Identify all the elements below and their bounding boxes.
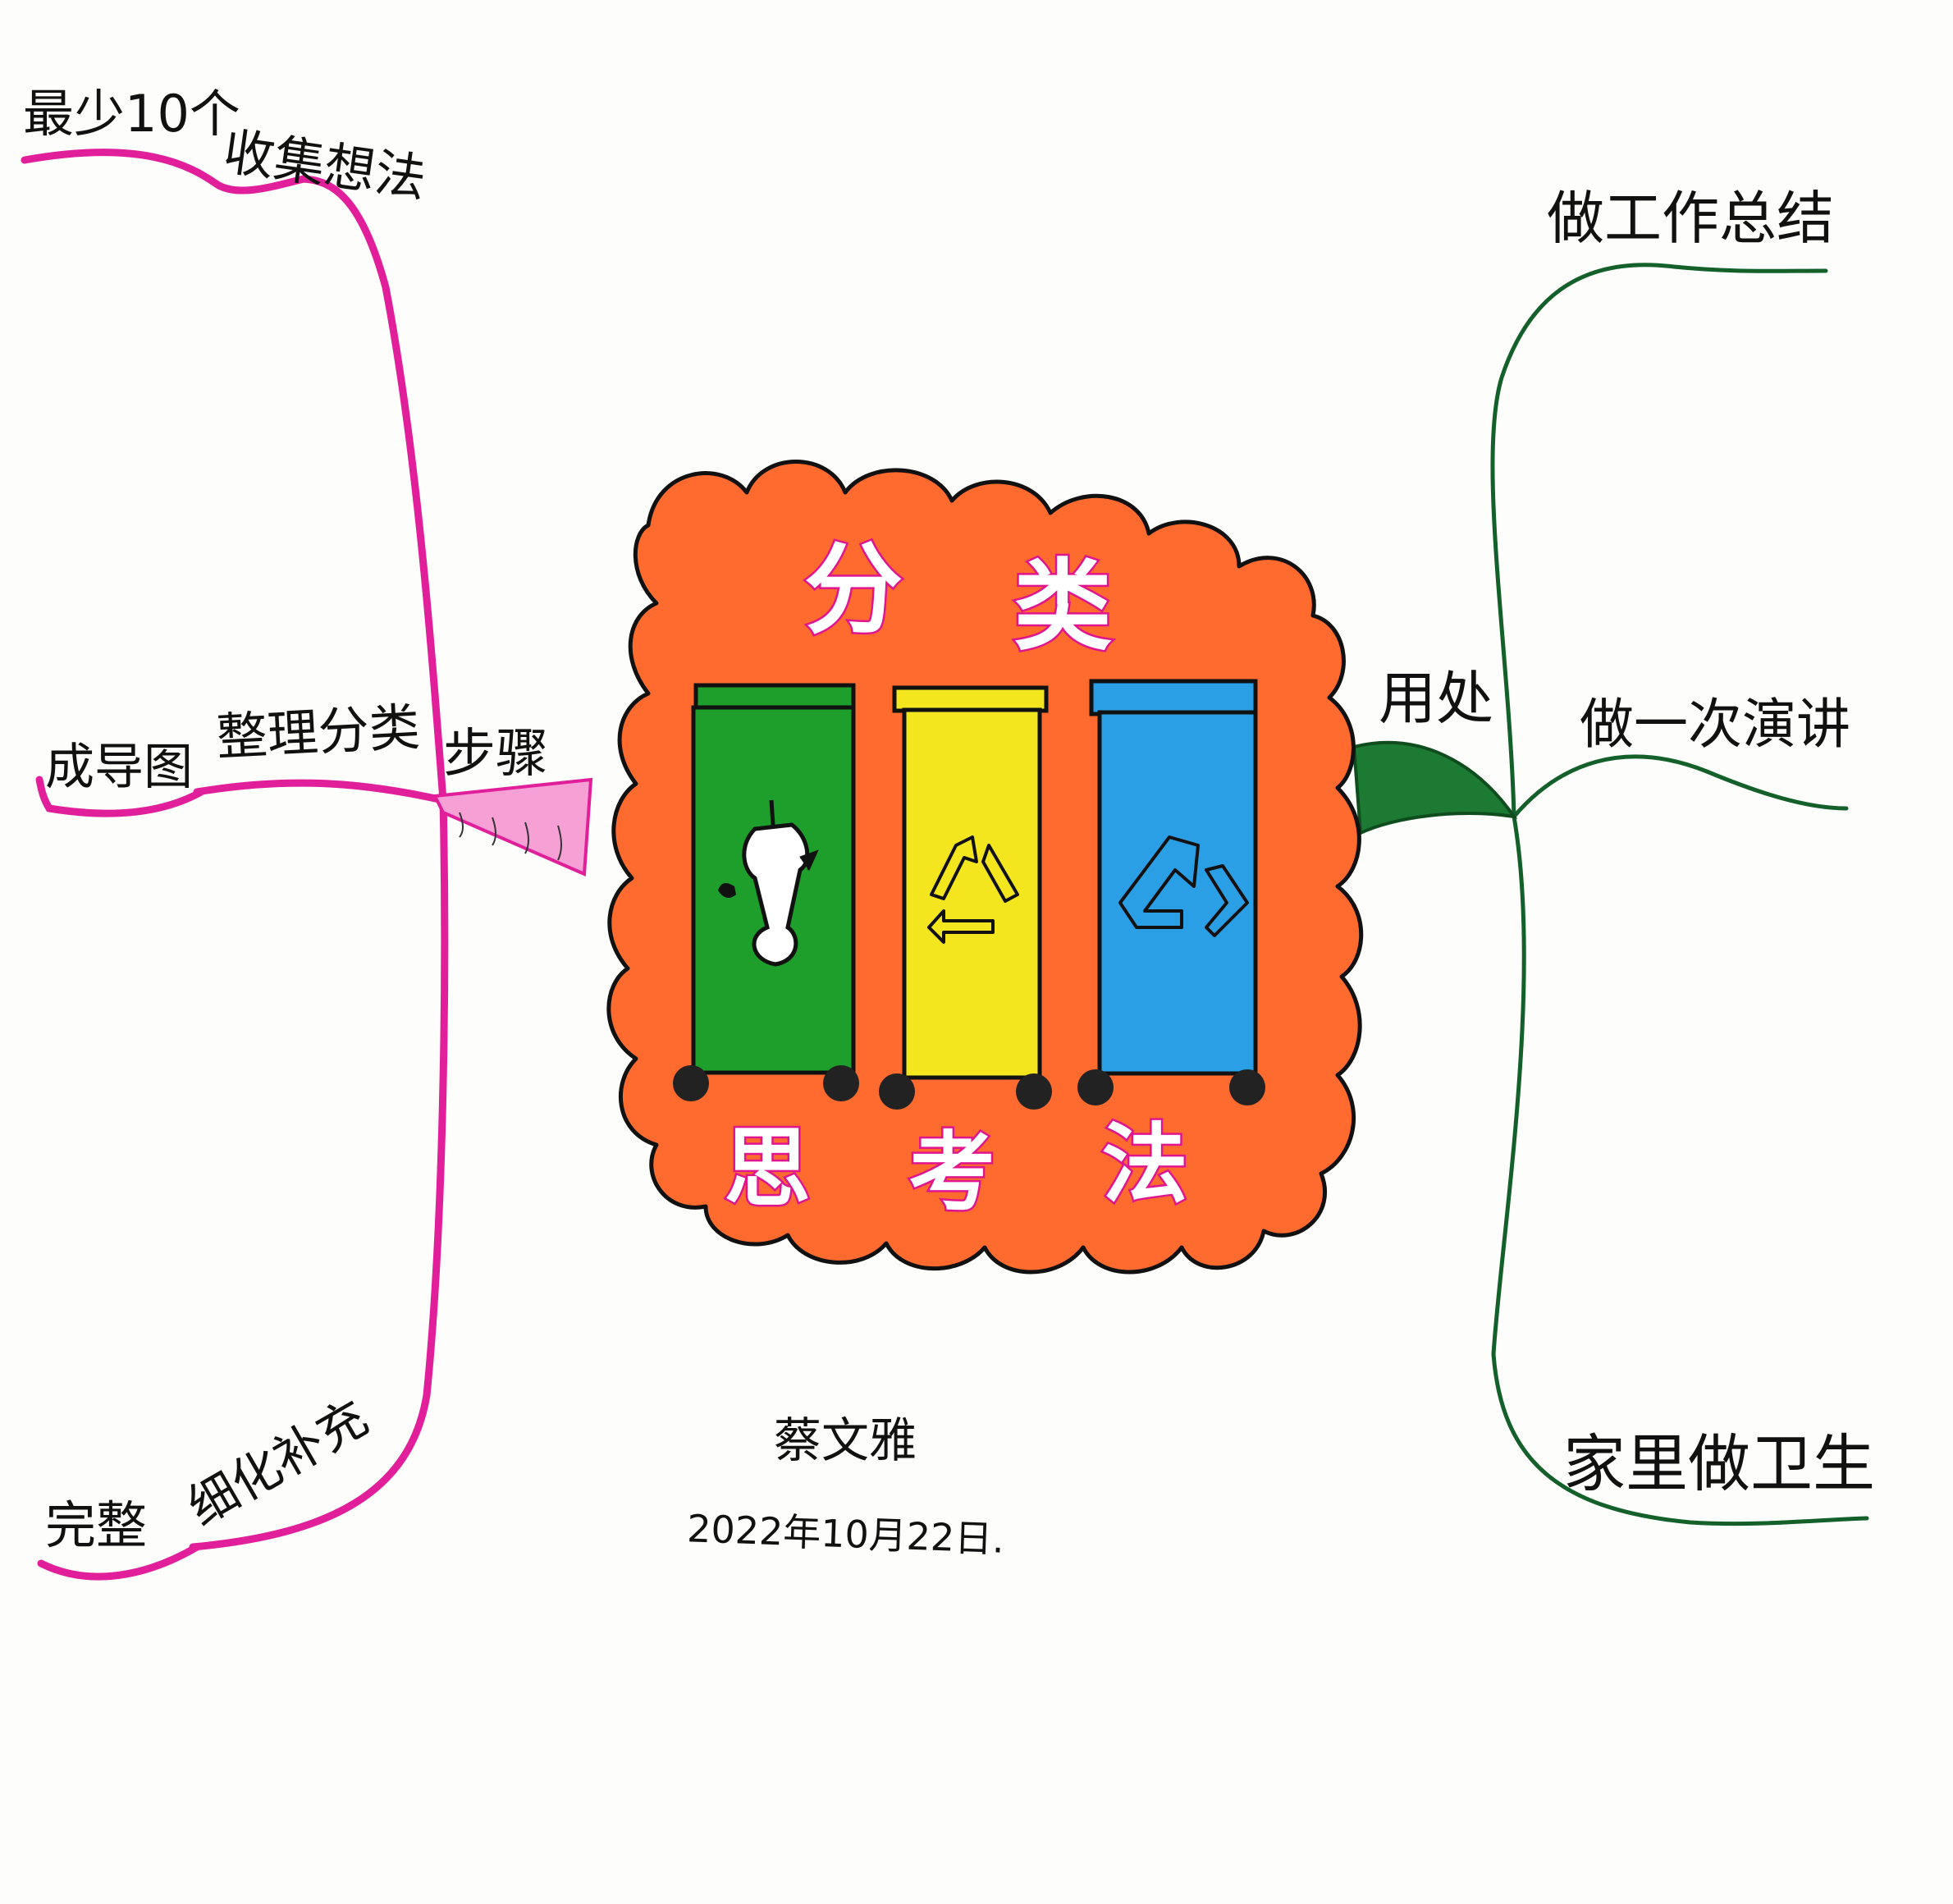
right-branch xyxy=(1490,263,1869,1526)
signature-date: 2022年10月22日. xyxy=(686,1506,1004,1561)
green-bin xyxy=(673,683,859,1101)
central-title-char: 考 xyxy=(908,1123,995,1223)
leaf-line-bottom xyxy=(37,1543,201,1581)
left-branch-spine xyxy=(189,175,449,1551)
central-title-char: 法 xyxy=(1101,1114,1187,1215)
central-title-char: 分 xyxy=(804,533,903,648)
step-label: 细化补充 xyxy=(179,1389,378,1537)
steps-branch-label: 步骤 xyxy=(443,724,548,785)
right-branch-spine xyxy=(1490,263,1869,1526)
usage-connector xyxy=(1352,740,1518,836)
leaf-line-top xyxy=(21,149,308,195)
left-branch-middle-link xyxy=(193,779,447,804)
step-leaf: 完整 xyxy=(45,1495,147,1555)
usage-item: 做工作总结 xyxy=(1547,185,1834,252)
yellow-bin xyxy=(879,685,1052,1110)
left-branch xyxy=(21,149,449,1581)
central-title-bottom: 思 考 法 xyxy=(722,1113,1190,1225)
usage-item: 家里做卫生 xyxy=(1563,1427,1875,1500)
step-leaf: 成导图 xyxy=(45,739,193,796)
usage-branch-label: 用处 xyxy=(1379,665,1493,732)
blue-bin xyxy=(1077,679,1265,1105)
steps-connector xyxy=(432,777,593,876)
leaf-line-middle xyxy=(35,776,205,817)
apple-core-icon xyxy=(718,799,819,967)
step-label: 整理分类 xyxy=(215,697,421,767)
recycle-loop-icon xyxy=(1118,835,1249,937)
right-branch-middle-link xyxy=(1512,754,1849,819)
step-label: 收集想法 xyxy=(220,121,430,209)
usage-item: 做一次演讲 xyxy=(1580,693,1850,756)
step-leaf: 最少10个 xyxy=(23,84,240,144)
central-title-char: 思 xyxy=(724,1119,810,1219)
recycle-triangle-icon xyxy=(927,835,1019,944)
author-name: 蔡文雅 xyxy=(774,1412,917,1468)
central-title-char: 类 xyxy=(1013,550,1112,664)
central-title-top: 分 类 xyxy=(803,532,1114,666)
